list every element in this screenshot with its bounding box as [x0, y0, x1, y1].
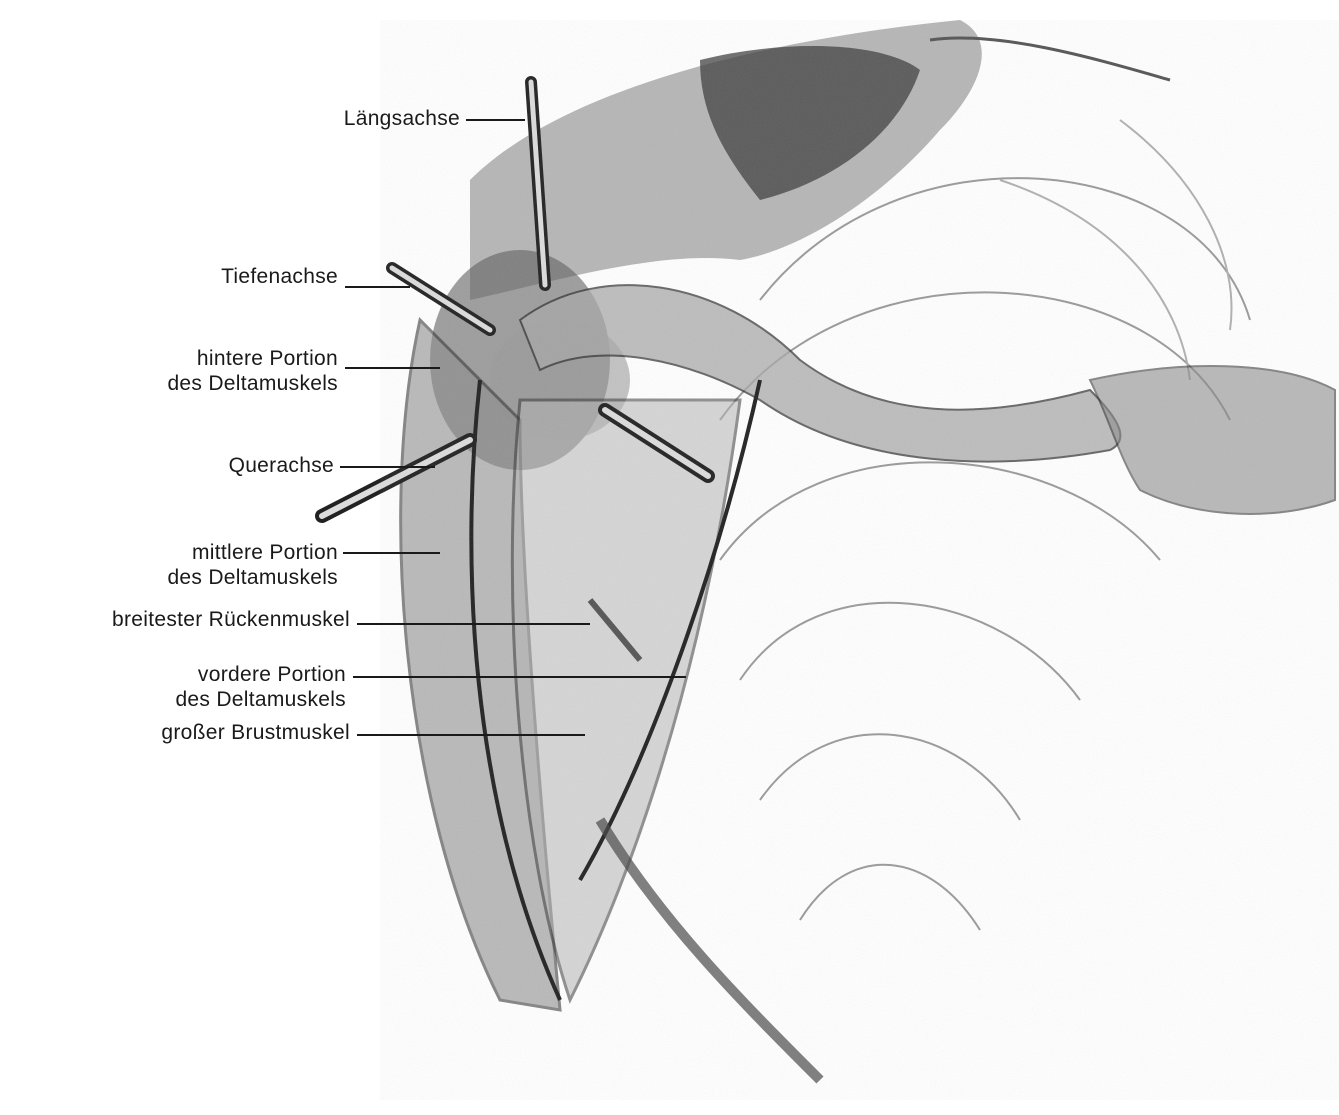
label-hintere-portion: hintere Portion des Deltamuskels	[60, 346, 338, 396]
label-grosser-brustmuskel: großer Brustmuskel	[60, 720, 350, 745]
label-laengsachse: Längsachse	[240, 106, 460, 131]
label-tiefenachse: Tiefenachse	[120, 264, 338, 289]
label-mittlere-portion: mittlere Portion des Deltamuskels	[60, 540, 338, 590]
label-vordere-portion: vordere Portion des Deltamuskels	[60, 662, 346, 712]
label-breitester-rueckenmuskel: breitester Rückenmuskel	[10, 607, 350, 632]
label-querachse: Querachse	[120, 453, 334, 478]
